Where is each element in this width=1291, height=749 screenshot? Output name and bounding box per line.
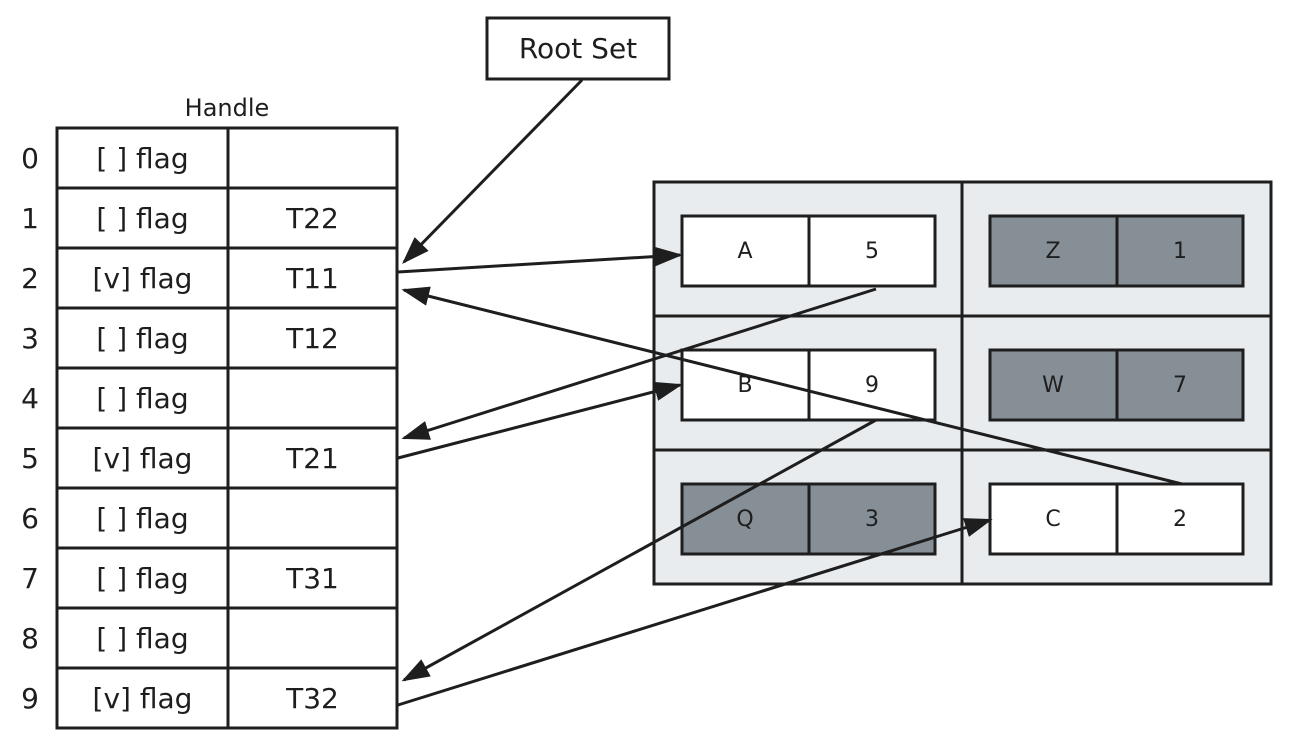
arrow-handle-2-to-object-a [397,246,683,274]
handle-index: 6 [21,502,39,535]
handle-row: 4 [ ] flag [21,366,399,430]
handle-value: T11 [285,262,339,295]
root-set-node: Root Set [485,16,671,81]
object-name-cell [988,214,1119,288]
arrow-object-b-to-handle-9 [401,418,877,682]
handle-index: 9 [21,682,39,715]
handle-flag-cell [55,666,230,730]
handle-index: 2 [21,262,39,295]
object-ref: 5 [865,239,879,264]
handle-row: 0 [ ] flag [21,126,399,190]
object-ref-cell [1115,348,1245,422]
handle-row: 3 [ ] flag T12 [21,306,399,370]
object-name: Z [1045,239,1060,264]
handle-value-cell [226,246,399,310]
object-name: Q [736,507,753,532]
object-ref-cell [807,214,937,288]
object-ref-cell [807,348,937,422]
object-ref: 9 [865,373,879,398]
handle-value: T12 [285,322,339,355]
handle-value-cell [226,546,399,610]
arrow-object-a-to-handle-5 [401,287,877,440]
handle-value-cell [226,606,399,670]
handle-row: 8 [ ] flag [21,606,399,670]
handle-flag: [v] flag [93,442,193,475]
object-ref-cell [1115,214,1245,288]
handle-flag: [v] flag [93,682,193,715]
handle-row: 2 [v] flag T11 [21,246,399,310]
object-name: W [1042,373,1064,398]
root-set-box [485,16,671,81]
arrow-handle-9-to-object-c [397,518,993,707]
arrow-handle-5-to-object-b [397,381,683,460]
handle-row: 9 [v] flag T32 [21,666,399,730]
handle-flag: [ ] flag [96,562,188,595]
handle-row: 1 [ ] flag T22 [21,186,399,250]
object-ref-cell [1115,482,1245,556]
handle-flag: [ ] flag [96,502,188,535]
handle-index: 8 [21,622,39,655]
handle-flag-cell [55,426,230,490]
handle-row: 6 [ ] flag [21,486,399,550]
handle-flag: [ ] flag [96,202,188,235]
handle-table-title: Handle [185,94,270,122]
handle-flag: [ ] flag [96,622,188,655]
handle-value: T22 [285,202,339,235]
handle-value-cell [226,426,399,490]
object-name: B [737,373,752,398]
handle-value: T21 [285,442,339,475]
arrow-root-to-handle-2 [402,78,584,265]
handle-value-cell [226,126,399,190]
handle-index: 5 [21,442,39,475]
handle-index: 7 [21,562,39,595]
object-name-cell [680,482,811,556]
handle-value: T31 [285,562,339,595]
handle-index: 4 [21,382,39,415]
handle-row: 7 [ ] flag T31 [21,546,399,610]
handle-value-cell [226,366,399,430]
handle-value-cell [226,666,399,730]
arrow-object-c-to-handle-2 [401,286,1183,486]
handle-row: 5 [v] flag T21 [21,426,399,490]
object-ref: 2 [1173,507,1187,532]
handle-index: 1 [21,202,39,235]
object-name: C [1045,507,1060,532]
handle-value-cell [226,186,399,250]
handle-flag-cell [55,486,230,550]
object-name: A [737,239,752,264]
handle-flag: [v] flag [93,262,193,295]
handle-value-cell [226,486,399,550]
root-set-label: Root Set [519,32,637,65]
handle-index: 0 [21,142,39,175]
handle-flag: [ ] flag [96,382,188,415]
object-ref: 1 [1173,239,1187,264]
handle-value-cell [226,306,399,370]
reference-arrows [397,78,1183,707]
handle-index: 3 [21,322,39,355]
handle-flag: [ ] flag [96,322,188,355]
object-ref: 3 [865,507,879,532]
object-ref: 7 [1173,373,1187,398]
handle-value: T32 [285,682,339,715]
handle-flag: [ ] flag [96,142,188,175]
